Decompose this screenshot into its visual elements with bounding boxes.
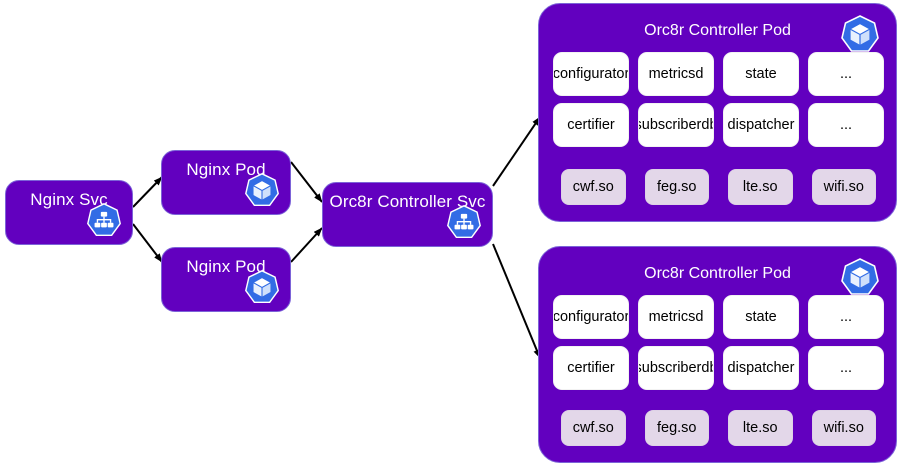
service-cell[interactable]: configurator <box>553 295 629 339</box>
kubernetes-pod-icon <box>840 257 880 297</box>
controller-pod-2-label: Orc8r Controller Pod <box>644 265 791 282</box>
node-orc8r-controller-svc[interactable]: Orc8r Controller Svc <box>322 182 493 247</box>
node-nginx-pod-1-label: Nginx Pod <box>186 160 266 179</box>
edge-pod1-to-orc8rsvc <box>290 161 323 203</box>
plugin-cell[interactable]: wifi.so <box>811 410 876 446</box>
node-nginx-svc[interactable]: Nginx Svc <box>5 180 133 245</box>
edge-pod2-to-orc8rsvc <box>290 227 323 263</box>
controller-pod-panel-1[interactable]: Orc8r Controller Pod configurator metric… <box>538 3 897 222</box>
controller-pod-2-plugin-row: cwf.so feg.so lte.so wifi.so <box>561 410 876 446</box>
service-cell[interactable]: certifier <box>553 346 629 390</box>
service-cell[interactable]: configurator <box>553 52 629 96</box>
edge-orc8rsvc-to-pod-bottom <box>492 243 541 359</box>
controller-pod-panel-2[interactable]: Orc8r Controller Pod configurator metric… <box>538 246 897 463</box>
edge-orc8rsvc-to-pod-top <box>492 116 541 187</box>
kubernetes-service-icon <box>86 202 122 238</box>
node-nginx-pod-2-label: Nginx Pod <box>186 257 266 276</box>
edge-nginxsvc-to-pod2 <box>132 223 163 263</box>
node-orc8r-controller-svc-label: Orc8r Controller Svc <box>329 192 486 211</box>
kubernetes-pod-icon <box>244 269 280 305</box>
plugin-cell[interactable]: cwf.so <box>561 169 626 205</box>
service-cell[interactable]: state <box>723 52 799 96</box>
kubernetes-pod-icon <box>840 14 880 54</box>
plugin-cell[interactable]: feg.so <box>644 410 709 446</box>
plugin-cell[interactable]: lte.so <box>728 410 793 446</box>
node-nginx-pod-1[interactable]: Nginx Pod <box>161 150 291 215</box>
plugin-cell[interactable]: lte.so <box>728 169 793 205</box>
service-cell[interactable]: subscriberdb <box>638 346 714 390</box>
service-cell[interactable]: ... <box>808 295 884 339</box>
service-cell[interactable]: dispatcher <box>723 346 799 390</box>
node-nginx-pod-2[interactable]: Nginx Pod <box>161 247 291 312</box>
service-cell[interactable]: state <box>723 295 799 339</box>
service-cell[interactable]: metricsd <box>638 52 714 96</box>
service-cell[interactable]: ... <box>808 52 884 96</box>
kubernetes-service-icon <box>446 204 482 240</box>
node-nginx-svc-label: Nginx Svc <box>30 190 108 209</box>
plugin-cell[interactable]: feg.so <box>644 169 709 205</box>
controller-pod-1-service-grid: configurator metricsd state ... certifie… <box>553 52 884 147</box>
service-cell[interactable]: certifier <box>553 103 629 147</box>
service-cell[interactable]: subscriberdb <box>638 103 714 147</box>
service-cell[interactable]: dispatcher <box>723 103 799 147</box>
plugin-cell[interactable]: wifi.so <box>811 169 876 205</box>
controller-pod-1-label: Orc8r Controller Pod <box>644 22 791 39</box>
plugin-cell[interactable]: cwf.so <box>561 410 626 446</box>
service-cell[interactable]: ... <box>808 346 884 390</box>
kubernetes-pod-icon <box>244 172 280 208</box>
edge-nginxsvc-to-pod1 <box>132 176 163 208</box>
controller-pod-2-service-grid: configurator metricsd state ... certifie… <box>553 295 884 390</box>
service-cell[interactable]: metricsd <box>638 295 714 339</box>
controller-pod-1-plugin-row: cwf.so feg.so lte.so wifi.so <box>561 169 876 205</box>
service-cell[interactable]: ... <box>808 103 884 147</box>
